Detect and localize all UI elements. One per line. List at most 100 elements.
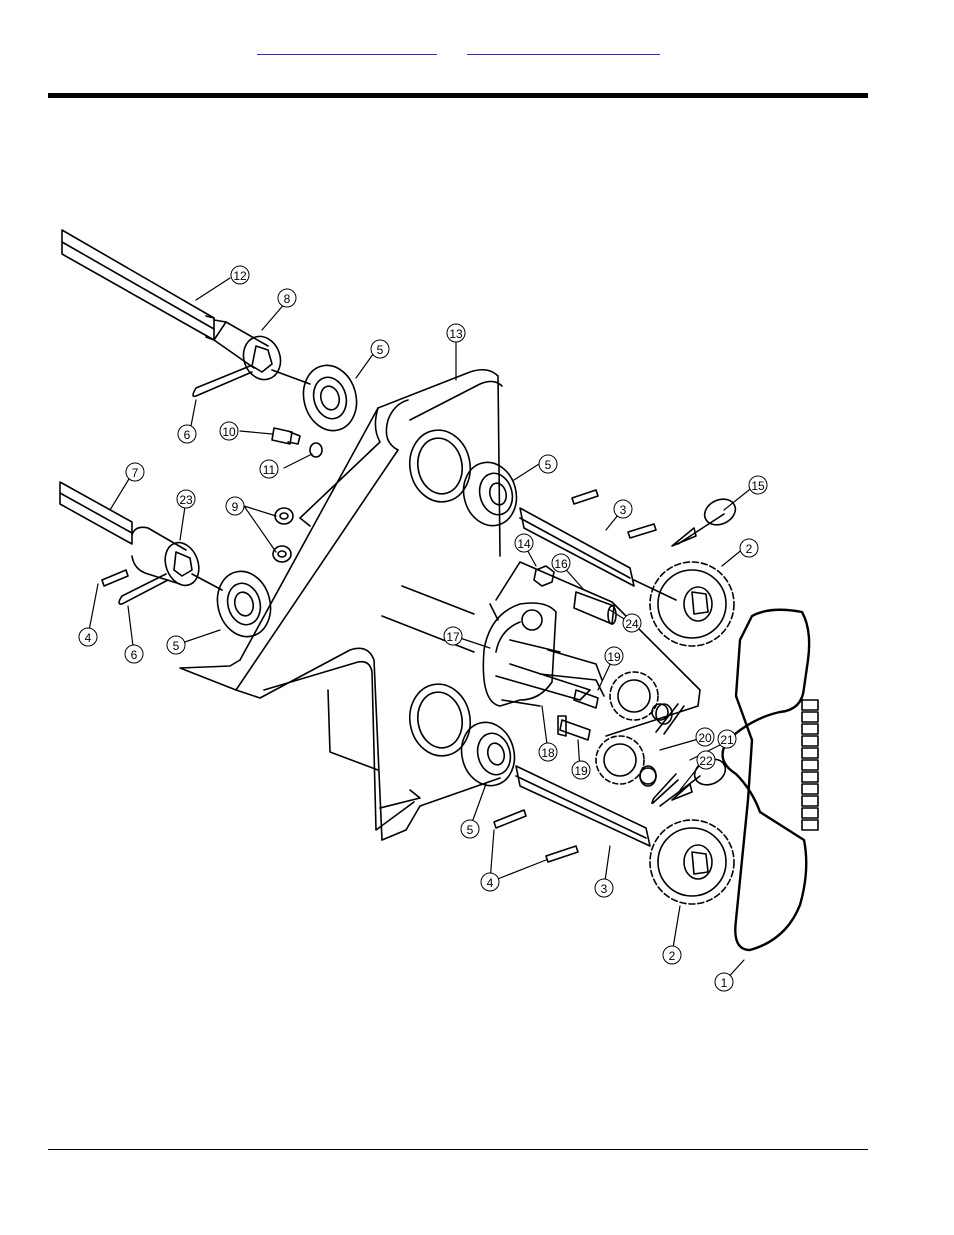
callout-label: 12	[233, 269, 247, 283]
spring-plate	[489, 561, 701, 737]
callout-13: 13	[446, 323, 466, 343]
sprocket-lower	[649, 819, 735, 905]
callout-label: 19	[574, 764, 588, 778]
clip-pins	[381, 585, 475, 653]
callout-label: 19	[607, 650, 621, 664]
callout-label: 24	[625, 617, 639, 631]
callout-4-left: 4	[78, 627, 98, 647]
sprocket-upper	[649, 561, 735, 647]
idler-sprocket-upper	[609, 671, 669, 721]
callout-label: 4	[85, 631, 92, 645]
callout-label: 1	[721, 976, 728, 990]
bolt-10	[271, 427, 301, 445]
callout-label: 8	[284, 292, 291, 306]
mounting-plate	[179, 368, 503, 841]
footer-rule	[48, 1149, 868, 1150]
callout-label: 6	[184, 428, 191, 442]
callout-label: 5	[545, 458, 552, 472]
tensioner-bracket	[482, 602, 605, 707]
callout-18: 18	[538, 742, 558, 762]
callout-5-lower-right: 5	[460, 819, 480, 839]
stub-shaft-upper	[519, 507, 677, 601]
bolt-upper	[573, 689, 599, 709]
callout-14: 14	[514, 533, 534, 553]
callout-24: 24	[622, 613, 642, 633]
washers	[639, 703, 673, 787]
callout-16: 16	[551, 553, 571, 573]
callout-label: 2	[746, 542, 753, 556]
callout-label: 5	[173, 639, 180, 653]
callout-label: 15	[751, 479, 765, 493]
cotter-pin-upper	[192, 365, 253, 398]
callout-label: 20	[698, 731, 712, 745]
callout-9: 9	[225, 496, 245, 516]
washer-11	[309, 442, 323, 458]
callout-19-lower: 19	[571, 760, 591, 780]
callout-19-upper: 19	[604, 646, 624, 666]
callout-8: 8	[277, 288, 297, 308]
callout-1: 1	[714, 972, 734, 992]
callout-20: 20	[695, 727, 715, 747]
callout-5-lower-left: 5	[166, 635, 186, 655]
callout-10: 10	[219, 421, 239, 441]
collar-upper	[213, 319, 282, 381]
hex-shaft-upper	[61, 229, 215, 341]
roll-pin-left	[101, 569, 129, 587]
roll-pins-right	[493, 489, 657, 863]
callout-7: 7	[125, 462, 145, 482]
callout-label: 13	[449, 327, 463, 341]
header-link-right[interactable]	[467, 38, 660, 55]
header-link-left[interactable]	[257, 38, 437, 55]
washer-9-upper	[274, 507, 294, 525]
callout-6-lower: 6	[124, 644, 144, 664]
callout-2-lower: 2	[662, 945, 682, 965]
cotter-pin-idler	[651, 703, 685, 805]
hex-shaft-lower	[59, 481, 133, 545]
callout-label: 22	[699, 754, 713, 768]
callout-label: 11	[263, 463, 276, 477]
callout-label: 5	[377, 343, 384, 357]
callout-label: 5	[467, 823, 474, 837]
callout-23: 23	[176, 489, 196, 509]
callout-label: 9	[232, 500, 239, 514]
lynch-pin-upper	[671, 498, 737, 547]
callout-15: 15	[748, 475, 768, 495]
collar-lower	[131, 526, 200, 587]
callout-label: 17	[446, 630, 460, 644]
callout-label: 4	[487, 876, 494, 890]
callout-5-upper-right: 5	[538, 454, 558, 474]
callout-label: 10	[222, 425, 236, 439]
idler-sprocket-lower	[595, 735, 657, 785]
callout-label: 16	[554, 557, 568, 571]
callout-label: 6	[131, 648, 138, 662]
callout-label: 2	[669, 949, 676, 963]
stub-shaft-lower	[515, 765, 651, 847]
lynch-pin-lower	[659, 758, 727, 807]
bearing-upper-left	[271, 364, 358, 432]
callout-4-right: 4	[480, 872, 500, 892]
header-rule	[48, 93, 868, 98]
callout-label: 23	[179, 493, 193, 507]
callout-2-upper: 2	[739, 538, 759, 558]
nut	[533, 565, 555, 587]
callout-3-lower: 3	[594, 878, 614, 898]
bearing-lower-right	[460, 721, 516, 787]
callout-label: 7	[132, 466, 139, 480]
callout-6-upper: 6	[177, 424, 197, 444]
leader-lines	[87, 277, 755, 983]
bearing-upper-right	[462, 461, 518, 527]
callout-label: 18	[541, 746, 555, 760]
drive-chain	[721, 608, 819, 952]
bearing-lower-left	[191, 570, 272, 638]
callout-12: 12	[230, 265, 250, 285]
callout-label: 3	[620, 503, 627, 517]
callout-11: 11	[259, 459, 279, 479]
callout-label: 14	[517, 537, 531, 551]
cotter-pin-lower	[118, 573, 169, 605]
callout-3-upper: 3	[613, 499, 633, 519]
callout-label: 21	[720, 733, 734, 747]
callout-5-upper-left: 5	[370, 339, 390, 359]
washer-9-lower	[272, 545, 292, 563]
callout-17: 17	[443, 626, 463, 646]
